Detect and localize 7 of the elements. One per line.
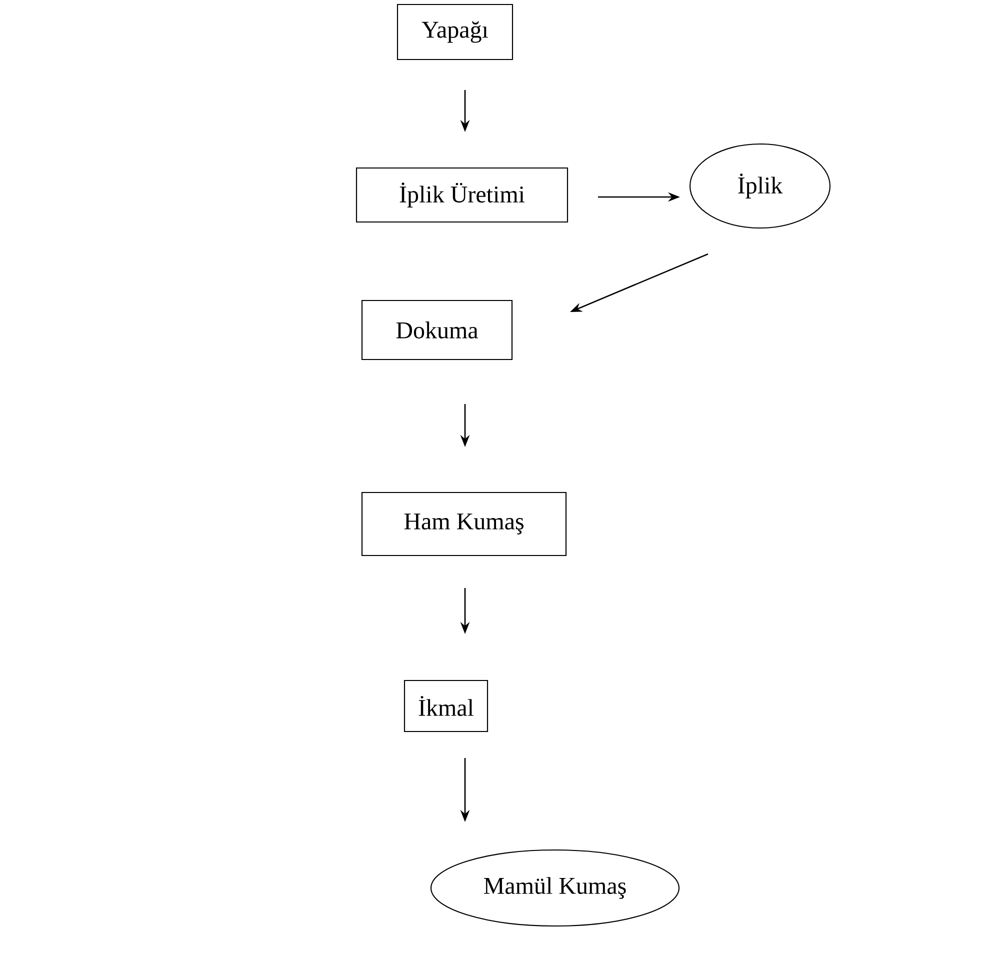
process-box: İplik Üretimi [356, 167, 568, 223]
ellipse-node: Mamül Kumaş [430, 849, 680, 927]
process-box: Ham Kumaş [361, 492, 567, 556]
ellipse-node: İplik [689, 143, 831, 229]
process-box: Yapağı [396, 4, 514, 60]
process-box: Dokuma [361, 300, 513, 360]
process-box: İkmal [404, 680, 488, 732]
